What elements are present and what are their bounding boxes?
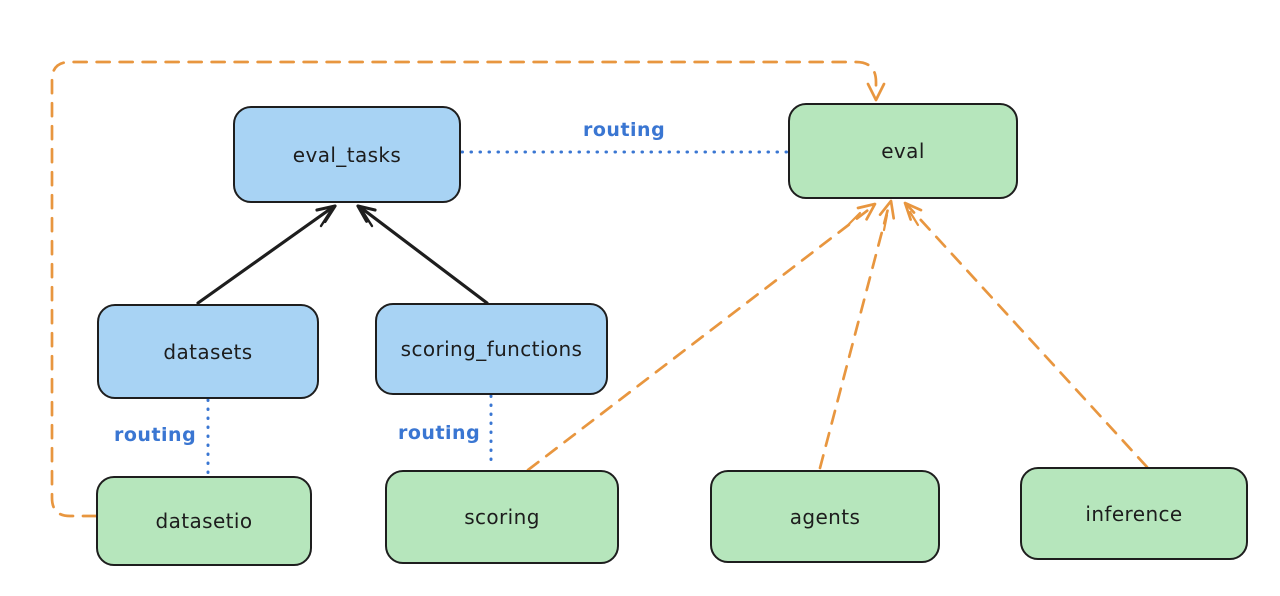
arrowhead-tick-datasets-eval_tasks xyxy=(319,210,332,228)
node-eval-tasks: eval_tasks xyxy=(233,106,461,203)
arrowhead-agents-eval xyxy=(878,199,896,220)
node-scoring: scoring xyxy=(385,470,619,564)
arrowhead-tick-scoring_functions-eval_tasks xyxy=(361,210,374,228)
edge-scoring_functions-eval_tasks xyxy=(358,205,489,305)
node-inference-label: inference xyxy=(1085,501,1183,526)
node-scoring-functions-label: scoring_functions xyxy=(400,337,583,361)
node-datasets-label: datasets xyxy=(163,339,253,364)
node-agents-label: agents xyxy=(789,504,861,529)
edge-label-routing-eval_tasks-eval: routing xyxy=(583,119,666,141)
node-eval: eval xyxy=(788,103,1018,199)
node-eval-label: eval xyxy=(881,139,925,163)
arrowhead-tick-scoring-eval xyxy=(847,211,862,226)
arrowhead-datasetio-eval xyxy=(866,82,886,102)
edge-agents-eval xyxy=(818,203,891,470)
node-datasetio-label: datasetio xyxy=(155,509,253,533)
node-scoring-functions: scoring_functions xyxy=(375,303,608,395)
node-inference: inference xyxy=(1020,467,1248,560)
edge-datasets-eval_tasks xyxy=(196,205,335,305)
node-datasets: datasets xyxy=(97,304,319,399)
edge-datasetio-eval-loop xyxy=(50,60,878,518)
arrowhead-tick-inference-eval xyxy=(908,210,920,227)
arrowhead-inference-eval xyxy=(903,201,923,221)
edge-label-routing-scoring_functions-scoring: routing xyxy=(398,422,481,444)
edge-inference-eval xyxy=(906,204,1149,469)
arrowhead-scoring_functions-eval_tasks xyxy=(356,204,377,223)
arrowhead-datasets-eval_tasks xyxy=(315,204,337,224)
node-scoring-label: scoring xyxy=(464,505,540,529)
node-eval-tasks-label: eval_tasks xyxy=(292,142,402,167)
arrowhead-tick-agents-eval xyxy=(882,213,889,232)
arrowhead-scoring-eval xyxy=(856,202,877,221)
edge-label-routing-datasets-datasetio: routing xyxy=(114,424,197,446)
node-agents: agents xyxy=(710,470,940,563)
node-datasetio: datasetio xyxy=(96,476,312,566)
